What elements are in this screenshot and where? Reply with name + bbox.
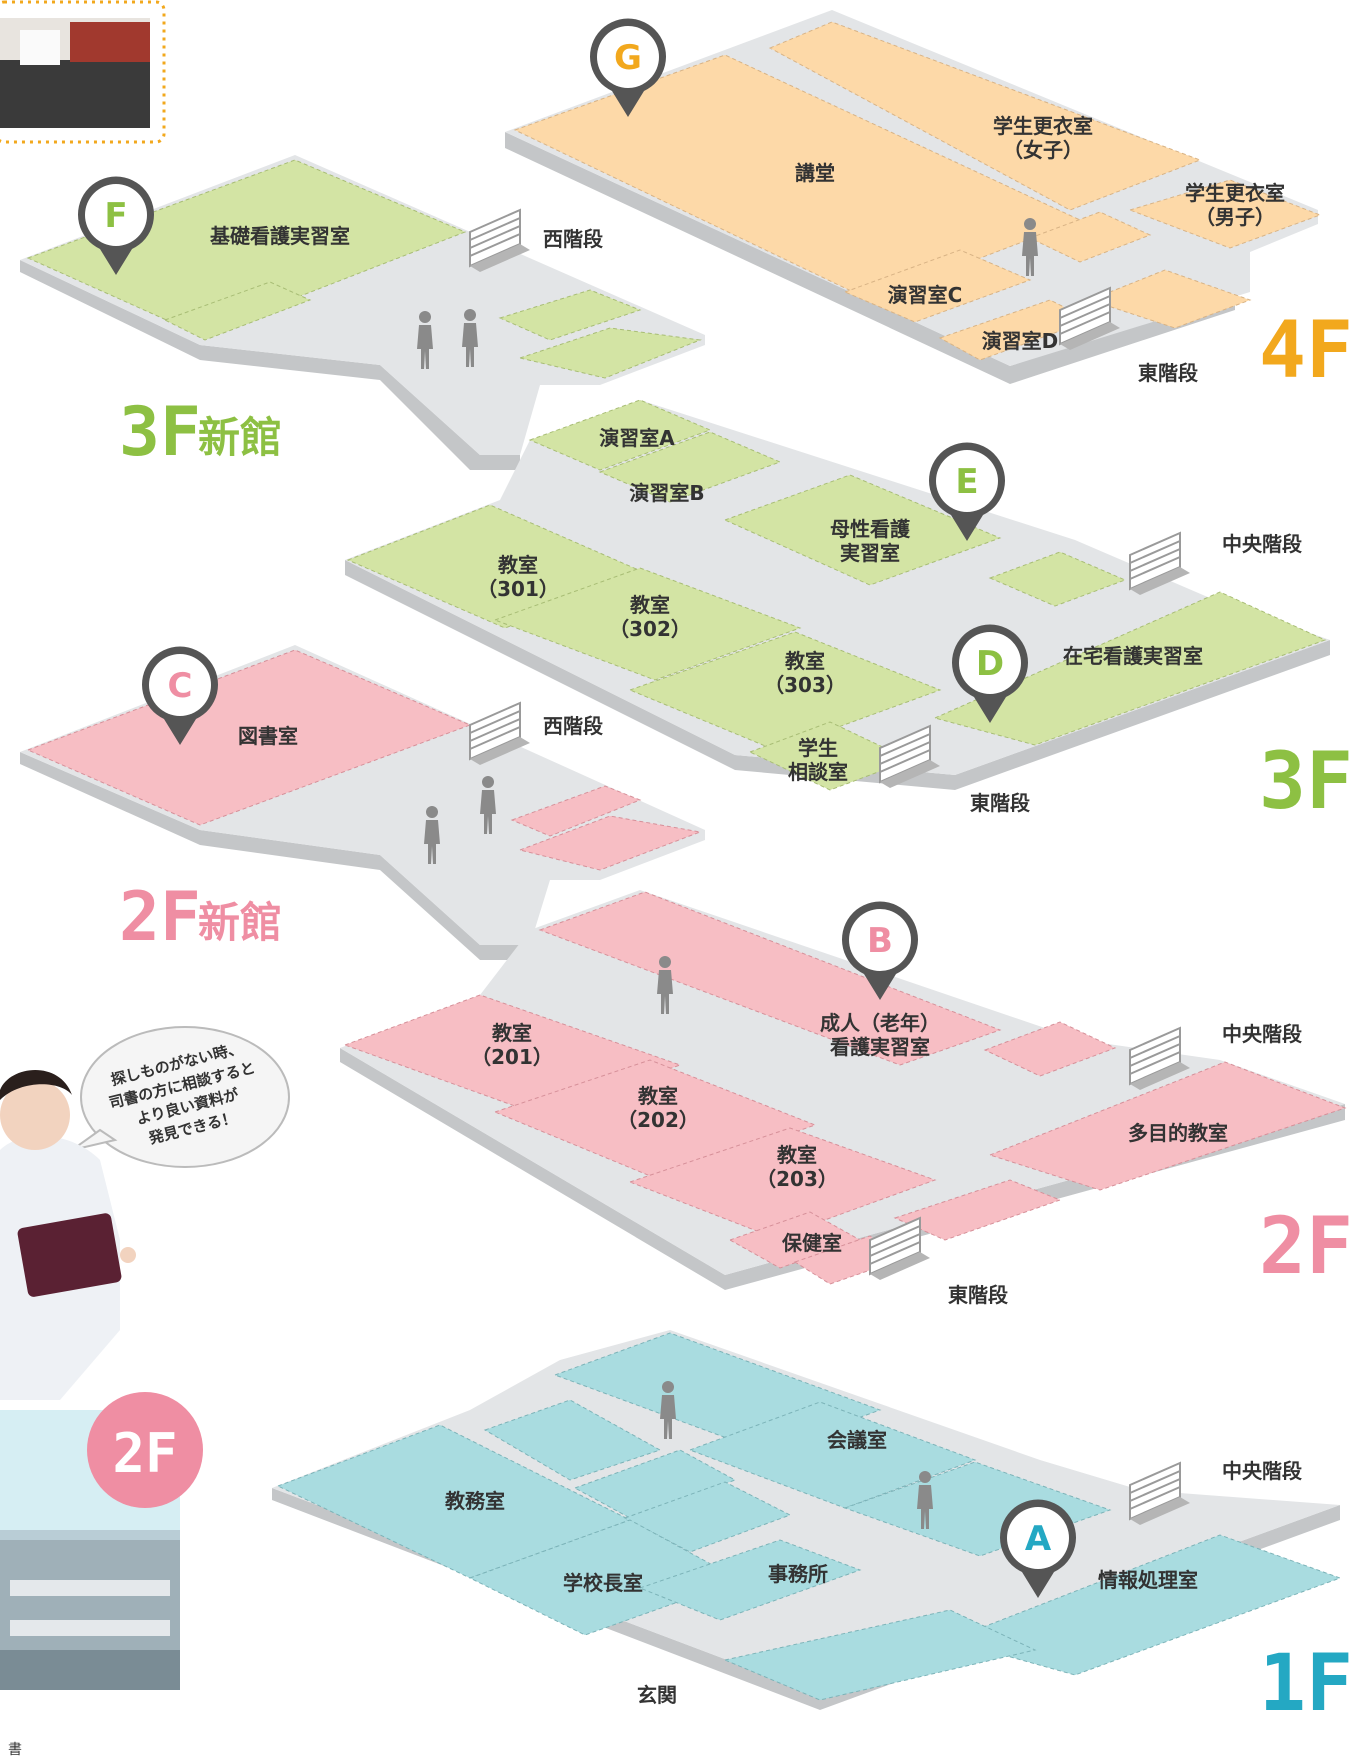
room-301-2: （301） bbox=[477, 577, 559, 601]
floor-label-3f-new: 3F bbox=[119, 393, 201, 472]
pin-f[interactable]: F bbox=[78, 176, 154, 275]
room-203-2: （203） bbox=[756, 1167, 838, 1191]
floor-label-3f-new-suffix: 新館 bbox=[198, 413, 282, 462]
room-kouisitsu-f-2: （女子） bbox=[1003, 138, 1083, 162]
room-tamokuteki: 多目的教室 bbox=[1128, 1121, 1228, 1145]
svg-text:C: C bbox=[168, 666, 193, 706]
room-303-1: 教室 bbox=[785, 649, 825, 673]
room-enshu-c: 演習室C bbox=[888, 283, 963, 307]
svg-text:G: G bbox=[614, 38, 642, 78]
genkan-label: 玄関 bbox=[637, 1683, 677, 1707]
room-jimu: 事務所 bbox=[768, 1562, 828, 1586]
stair-center-1f: 中央階段 bbox=[1222, 1459, 1302, 1483]
room-302-2: （302） bbox=[609, 617, 691, 641]
floor-label-2f-new-suffix: 新館 bbox=[198, 898, 282, 947]
floor-3f: 演習室A 演習室B 母性看護 実習室 中央階段 教室 （301） 教室 （302… bbox=[345, 399, 1353, 827]
pin-g[interactable]: G bbox=[590, 18, 666, 117]
room-202-1: 教室 bbox=[638, 1084, 678, 1108]
floor-label-2f: 2F bbox=[1259, 1202, 1353, 1292]
floor-label-2f-new: 2F bbox=[119, 878, 201, 957]
floor-label-4f: 4F bbox=[1259, 306, 1353, 396]
pin-e[interactable]: E bbox=[929, 442, 1005, 541]
room-joho: 情報処理室 bbox=[1098, 1568, 1198, 1592]
room-kyomu: 教務室 bbox=[445, 1489, 505, 1513]
room-bosei-1: 母性看護 bbox=[830, 517, 911, 541]
svg-text:F: F bbox=[104, 196, 127, 236]
room-kiso: 基礎看護実習室 bbox=[210, 224, 350, 248]
floor-2f-new: 図書室 西階段 2F 新館 bbox=[20, 645, 705, 960]
room-enshu-b: 演習室B bbox=[629, 481, 704, 505]
stair-west-2f: 西階段 bbox=[543, 714, 603, 738]
room-kouisitsu-m-2: （男子） bbox=[1195, 205, 1275, 229]
room-201-2: （201） bbox=[471, 1045, 553, 1069]
stair-center-3f: 中央階段 bbox=[1222, 532, 1302, 556]
room-soudan-2: 相談室 bbox=[788, 760, 848, 784]
floor-3f-new: 基礎看護実習室 西階段 3F 新館 bbox=[20, 155, 705, 472]
room-seijin-1: 成人（老年） bbox=[820, 1011, 940, 1035]
speech-bubble: 探しものがない時、 司書の方に相談すると より良い資料が 発見できる！ bbox=[71, 1026, 290, 1168]
photo-floor-badge: 2F bbox=[87, 1392, 203, 1508]
corner-text: 書 bbox=[8, 1742, 22, 1758]
room-kochou: 学校長室 bbox=[563, 1571, 643, 1595]
pin-b[interactable]: B bbox=[842, 901, 918, 1000]
svg-text:A: A bbox=[1025, 1519, 1052, 1559]
room-bosei-2: 実習室 bbox=[840, 541, 900, 565]
floor-2f: 成人（老年） 看護実習室 中央階段 教室 （201） 教室 （202） 教室 （… bbox=[340, 890, 1353, 1307]
room-302-1: 教室 bbox=[630, 593, 670, 617]
stair-center-2f: 中央階段 bbox=[1222, 1022, 1302, 1046]
svg-text:E: E bbox=[955, 462, 978, 502]
floor-4f: 講堂 学生更衣室 （女子） 学生更衣室 （男子） 演習室C 演習室D 東階段 4… bbox=[505, 10, 1353, 396]
pin-a[interactable]: A bbox=[1000, 1499, 1076, 1598]
room-enshu-a: 演習室A bbox=[599, 426, 675, 450]
room-301-1: 教室 bbox=[498, 553, 538, 577]
room-seijin-2: 看護実習室 bbox=[830, 1035, 930, 1059]
room-hoken: 保健室 bbox=[781, 1231, 842, 1255]
room-tosho: 図書室 bbox=[238, 724, 298, 748]
room-kouisitsu-m-1: 学生更衣室 bbox=[1185, 181, 1285, 205]
stair-east-4f: 東階段 bbox=[1138, 361, 1198, 385]
nurse-photo bbox=[0, 1070, 136, 1400]
pin-c[interactable]: C bbox=[142, 646, 218, 745]
stair-east-2f: 東階段 bbox=[948, 1283, 1008, 1307]
floor-label-3f: 3F bbox=[1259, 737, 1353, 827]
room-203-1: 教室 bbox=[777, 1143, 817, 1167]
stair-west-3f: 西階段 bbox=[543, 227, 603, 251]
room-303-2: （303） bbox=[764, 673, 846, 697]
room-enshu-d: 演習室D bbox=[982, 329, 1059, 353]
svg-text:D: D bbox=[976, 644, 1004, 684]
room-zaitaku: 在宅看護実習室 bbox=[1063, 644, 1203, 668]
floor-label-1f: 1F bbox=[1259, 1639, 1353, 1729]
room-202-2: （202） bbox=[617, 1108, 699, 1132]
room-kaigi: 会議室 bbox=[827, 1428, 887, 1452]
lecture-photo bbox=[0, 0, 166, 144]
photo-badge-label: 2F bbox=[112, 1422, 177, 1485]
pin-d[interactable]: D bbox=[952, 624, 1028, 723]
floor-1f: 会議室 中央階段 教務室 事務所 学校長室 情報処理室 玄関 1F bbox=[272, 1330, 1353, 1729]
svg-text:B: B bbox=[867, 921, 893, 961]
room-kodo: 講堂 bbox=[795, 161, 835, 185]
room-kouisitsu-f-1: 学生更衣室 bbox=[993, 114, 1093, 138]
room-soudan-1: 学生 bbox=[798, 736, 838, 760]
room-201-1: 教室 bbox=[492, 1021, 532, 1045]
stair-east-3f: 東階段 bbox=[970, 791, 1030, 815]
